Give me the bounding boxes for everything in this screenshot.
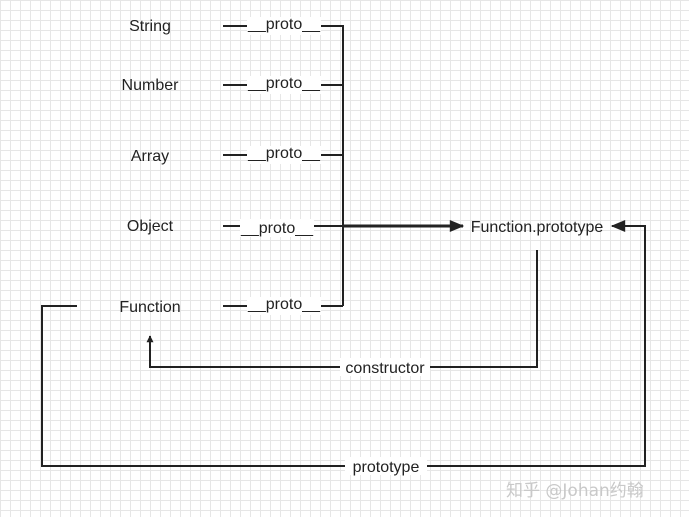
edge-label-proto-object: __proto__ [240,220,314,237]
node-function: Function [119,299,180,316]
edge-label-prototype: prototype [353,459,420,476]
edge-label-proto-function: __proto__ [247,296,321,313]
node-function-prototype: Function.prototype [471,219,604,236]
edge-label-proto-string: __proto__ [247,16,321,33]
edge-label-proto-number: __proto__ [247,75,321,92]
watermark: 知乎 @Johan约翰 [506,481,644,501]
proto-line-string [223,25,344,306]
edge-label-proto-array: __proto__ [247,145,321,162]
proto-connectors [223,25,344,307]
node-array: Array [131,148,169,165]
node-number: Number [122,77,180,94]
node-object: Object [127,218,174,235]
node-string: String [129,18,171,35]
edge-label-constructor: constructor [345,360,425,377]
prototype-arrow [41,220,646,467]
